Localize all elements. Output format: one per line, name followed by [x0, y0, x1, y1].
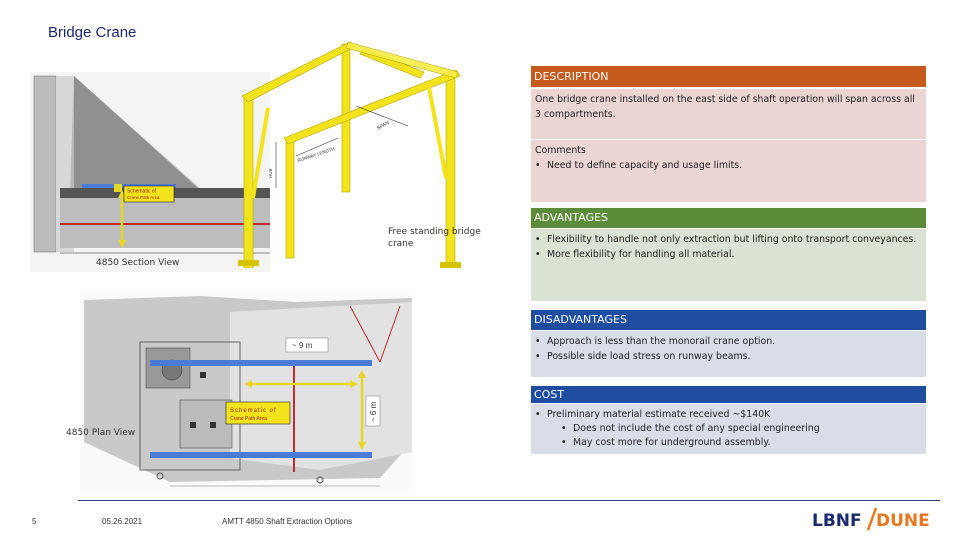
- svg-text:LBNF: LBNF: [812, 511, 862, 531]
- advantages-body: •Flexibility to handle not only extracti…: [531, 229, 926, 301]
- cost-body: •Preliminary material estimate received …: [531, 404, 926, 454]
- disadvantages-item: •Possible side load stress on runway bea…: [535, 350, 751, 362]
- svg-text:Schematic of: Schematic of: [230, 408, 277, 414]
- section-view-figure: Schematic of Crane Path Area: [30, 72, 270, 272]
- svg-text:~ 6 m: ~ 6 m: [369, 401, 378, 422]
- runway-bar-south: [150, 452, 372, 458]
- page-number: 5: [32, 517, 37, 526]
- slide-title: Bridge Crane: [48, 24, 137, 41]
- lbnf-dune-logo: LBNF DUNE: [812, 507, 930, 531]
- description-header: DESCRIPTION: [531, 66, 926, 87]
- plan-view-figure: ~ 9 m ~ 6 m Schematic of Crane Path Area: [80, 292, 412, 492]
- footer-divider: [78, 500, 940, 501]
- advantages-item: •More flexibility for handling all mater…: [535, 248, 735, 260]
- footer-doc-title: AMTT 4850 Shaft Extraction Options: [222, 517, 353, 526]
- svg-text:HUB: HUB: [268, 168, 273, 178]
- cost-item: •Preliminary material estimate received …: [535, 409, 771, 420]
- comments-box: Comments •Need to define capacity and us…: [531, 140, 926, 202]
- disadvantages-item: •Approach is less than the monorail cran…: [535, 336, 776, 347]
- svg-text:RUNWAY LENGTH: RUNWAY LENGTH: [297, 146, 336, 163]
- cost-header: COST: [531, 386, 926, 403]
- svg-text:DUNE: DUNE: [876, 511, 930, 531]
- disadvantages-header: DISADVANTAGES: [531, 310, 926, 330]
- svg-text:~ 9 m: ~ 9 m: [292, 341, 313, 350]
- disadvantages-body: •Approach is less than the monorail cran…: [531, 331, 926, 377]
- svg-text:Crane Path Area: Crane Path Area: [230, 416, 267, 422]
- plan-view-caption: 4850 Plan View: [66, 428, 136, 438]
- cost-subitem: •May cost more for underground assembly.: [561, 437, 771, 448]
- advantages-item: •Flexibility to handle not only extracti…: [535, 234, 917, 245]
- svg-text:Crane Path Area: Crane Path Area: [127, 195, 160, 200]
- runway-bar-north: [150, 360, 372, 366]
- footer-date: 05.26.2021: [102, 517, 143, 526]
- description-text: One bridge crane installed on the east s…: [535, 94, 915, 120]
- advantages-header: ADVANTAGES: [531, 208, 926, 228]
- crane-render-figure: RUNWAY LENGTH SPAN HUB: [238, 41, 461, 268]
- crane-render-caption: Free standing bridge crane: [388, 227, 481, 249]
- svg-text:SPAN: SPAN: [376, 120, 391, 132]
- svg-text:Schematic of: Schematic of: [127, 189, 157, 195]
- description-body: One bridge crane installed on the east s…: [531, 89, 926, 139]
- comments-item: •Need to define capacity and usage limit…: [535, 159, 743, 171]
- cost-subitem: •Does not include the cost of any specia…: [561, 423, 820, 434]
- comments-title: Comments: [535, 145, 586, 156]
- section-view-caption: 4850 Section View: [96, 258, 180, 268]
